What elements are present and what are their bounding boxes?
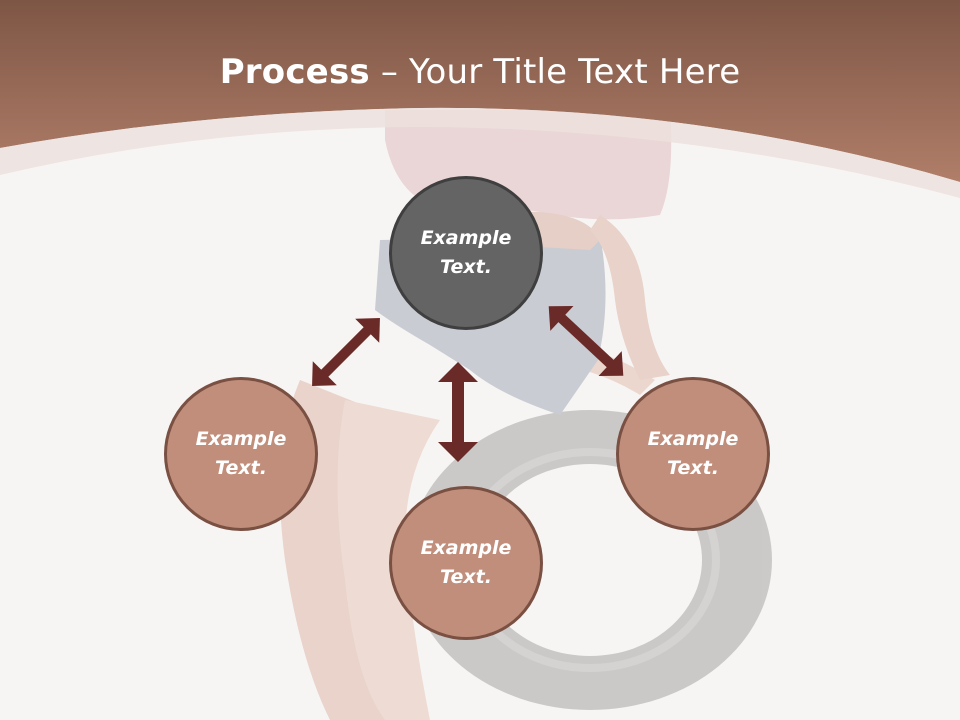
node-left[interactable]: Example Text.	[164, 377, 318, 531]
arrow-top-left	[312, 318, 380, 386]
title-rest: – Your Title Text Here	[369, 52, 741, 92]
node-top-label: Example Text.	[420, 227, 512, 278]
title-bold: Process	[219, 52, 370, 92]
node-left-label: Example Text.	[195, 428, 287, 479]
slide-title: Process – Your Title Text Here	[0, 52, 960, 92]
node-bottom-label: Example Text.	[420, 537, 512, 588]
node-right[interactable]: Example Text.	[616, 377, 770, 531]
node-top[interactable]: Example Text.	[389, 176, 543, 330]
arrow-top-right	[548, 306, 624, 376]
node-right-label: Example Text.	[647, 428, 739, 479]
node-bottom[interactable]: Example Text.	[389, 486, 543, 640]
arrow-vertical	[438, 362, 478, 462]
